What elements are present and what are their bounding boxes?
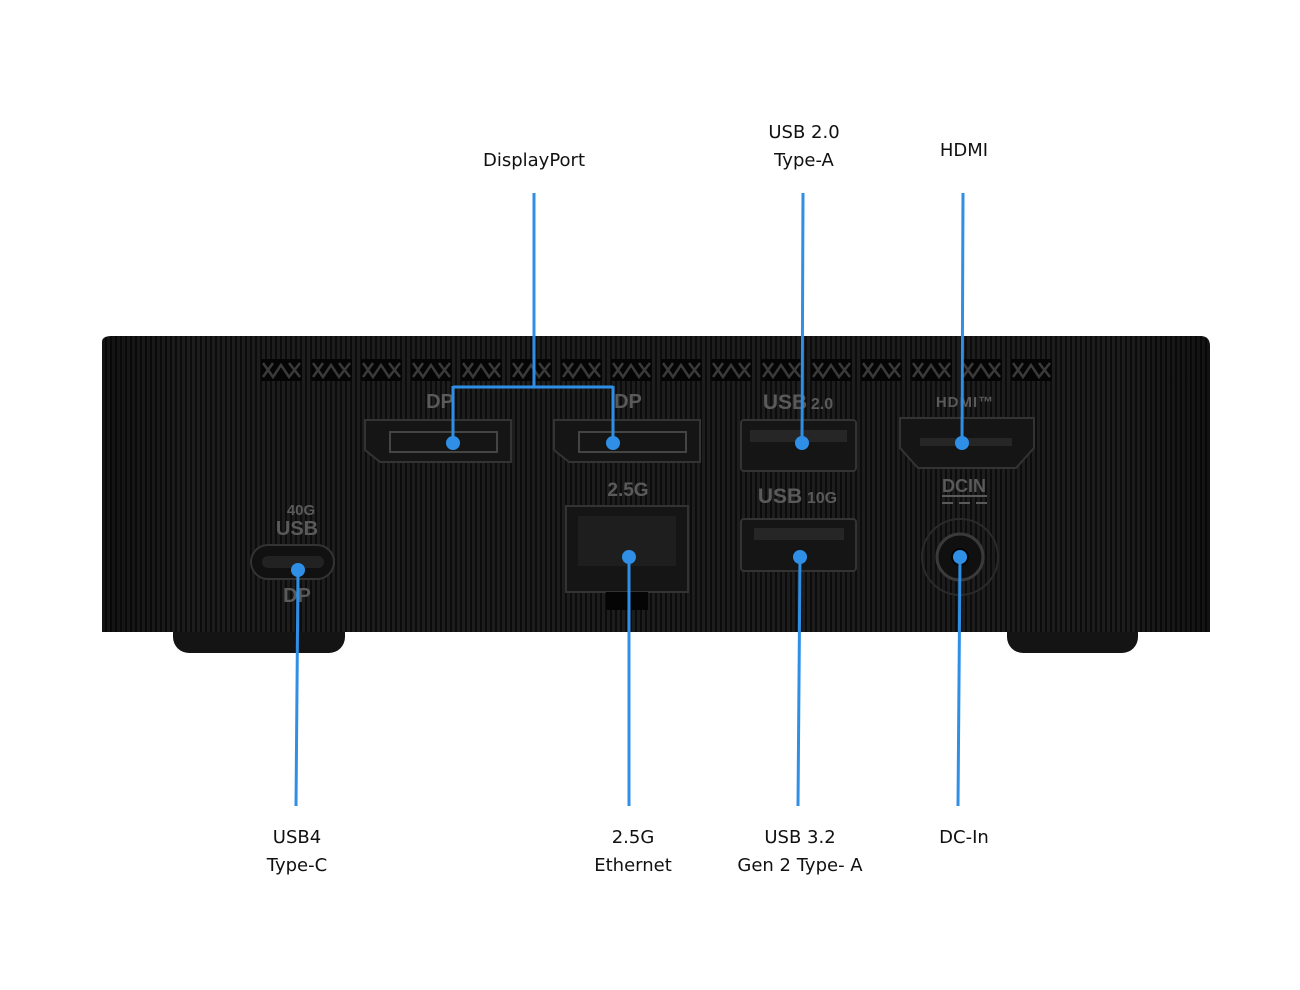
dp2-dot — [606, 436, 620, 450]
hdmi-marking: HDMI™ — [936, 394, 994, 411]
usb10g-speed-marking: 10G — [807, 490, 837, 507]
vent-lattice — [261, 362, 301, 380]
dp2-marking: DP — [614, 391, 642, 413]
callout-usb20-line2: Type-A — [774, 150, 834, 171]
ventilation-grille — [261, 359, 1052, 381]
callout-usb4: USB4 Type-C — [267, 824, 327, 880]
vent-lattice — [661, 362, 701, 380]
callout-usb20-line1: USB 2.0 — [768, 122, 840, 143]
usb-3-2-port: USB 10G — [740, 485, 857, 572]
vent-lattice — [1011, 362, 1051, 380]
vent-lattice — [861, 362, 901, 380]
callout-usb4-line1: USB4 — [272, 827, 322, 848]
callout-usb4-line2: Type-C — [266, 855, 328, 876]
vent-lattice — [361, 362, 401, 380]
dcin-callout-line — [956, 556, 962, 807]
displayport-1-port: DP — [364, 391, 512, 463]
callout-ethernet-line2: Ethernet — [594, 855, 672, 876]
callout-usb20: USB 2.0 Type-A — [768, 119, 839, 175]
callout-usb32-line1: USB 3.2 — [764, 827, 836, 848]
callout-hdmi: HDMI — [940, 137, 988, 165]
usb20-dot — [795, 436, 809, 450]
ethernet-dot — [622, 550, 636, 564]
usb4-dot — [291, 563, 305, 577]
vent-lattice — [711, 362, 751, 380]
dp1-dot — [446, 436, 460, 450]
usb10g-marking: USB — [758, 485, 802, 508]
dp1-marking: DP — [426, 391, 454, 413]
callout-ethernet: 2.5G Ethernet — [594, 824, 672, 880]
hdmi-callout-line — [960, 192, 965, 444]
callout-dots — [291, 436, 969, 577]
ethernet-marking: 2.5G — [607, 480, 648, 501]
usb20-callout-line — [800, 192, 805, 444]
callout-usb32-line2: Gen 2 Type- A — [737, 855, 863, 876]
vent-lattice — [761, 362, 801, 380]
callout-dcin-label: DC-In — [939, 827, 989, 848]
dcin-marking: DCIN — [942, 476, 986, 496]
displayport-2-port: DP — [553, 391, 701, 463]
callout-dcin: DC-In — [939, 824, 989, 852]
vent-lattice — [461, 362, 501, 380]
vent-lattice — [911, 362, 951, 380]
usb4-type-c-port: 40G USB DP — [250, 502, 335, 607]
vent-lattice — [611, 362, 651, 380]
usb20-version-marking: 2.0 — [811, 396, 833, 413]
vent-lattice — [961, 362, 1001, 380]
hdmi-dot — [955, 436, 969, 450]
callout-usb32: USB 3.2 Gen 2 Type- A — [737, 824, 862, 880]
callout-lines — [294, 192, 965, 807]
usbc-usb-marking: USB — [276, 518, 318, 540]
vent-lattice — [311, 362, 351, 380]
vent-lattice — [811, 362, 851, 380]
vent-lattice — [561, 362, 601, 380]
usb32-callout-line — [796, 556, 802, 807]
callout-displayport: DisplayPort — [483, 147, 585, 175]
usbc-speed-marking: 40G — [287, 502, 315, 519]
callout-hdmi-label: HDMI — [939, 140, 989, 161]
vent-lattice — [511, 362, 551, 380]
usb4-callout-line — [294, 569, 300, 807]
vent-lattice — [411, 362, 451, 380]
usb32-dot — [793, 550, 807, 564]
usb20-marking: USB — [763, 391, 807, 414]
callout-ethernet-line1: 2.5G — [611, 827, 655, 848]
dcin-dot — [953, 550, 967, 564]
mini-pc-rear-panel — [102, 336, 1210, 632]
ethernet-port: 2.5G — [565, 480, 689, 610]
callout-displayport-label: DisplayPort — [482, 150, 586, 171]
displayport-callout-line — [451, 193, 615, 443]
